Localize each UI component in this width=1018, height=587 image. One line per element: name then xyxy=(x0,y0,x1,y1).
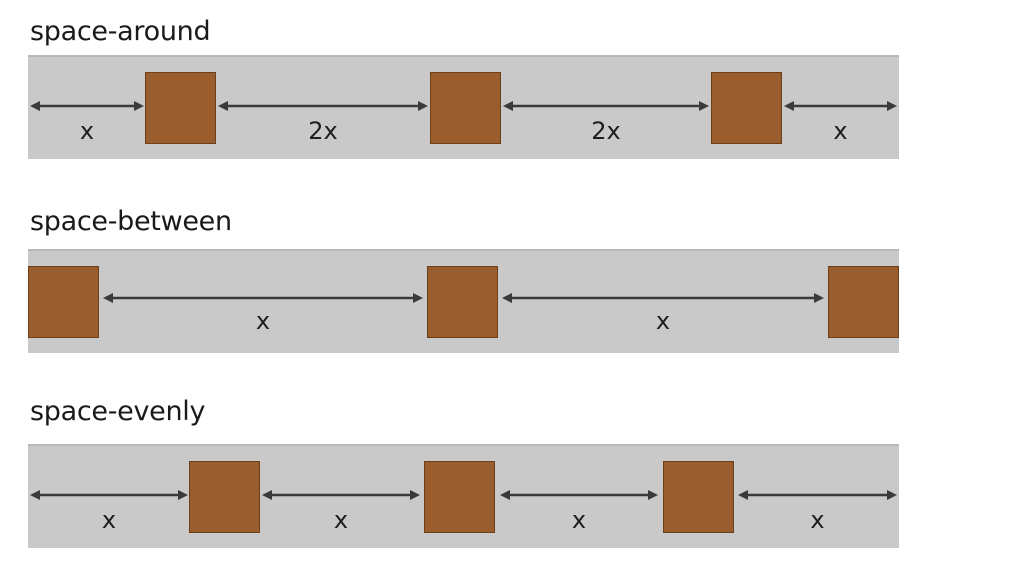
gap-arrow: x xyxy=(262,446,420,548)
double-arrow-icon xyxy=(784,101,897,111)
gap-arrow: 2x xyxy=(218,57,428,159)
space-evenly-container: x x x x xyxy=(28,444,899,548)
flex-item xyxy=(28,266,99,338)
double-arrow-icon xyxy=(103,293,423,303)
gap-label: 2x xyxy=(308,117,338,145)
double-arrow-icon xyxy=(502,293,824,303)
double-arrow-icon xyxy=(503,101,709,111)
flex-item xyxy=(424,461,495,533)
gap-label: x xyxy=(655,307,671,335)
flex-item xyxy=(711,72,782,144)
gap-label: x xyxy=(810,506,825,534)
flex-item xyxy=(663,461,734,533)
double-arrow-icon xyxy=(30,490,188,500)
double-arrow-icon xyxy=(500,490,658,500)
gap-label: x xyxy=(571,506,587,534)
space-evenly-title: space-evenly xyxy=(30,396,206,427)
flex-item xyxy=(145,72,216,144)
flex-item xyxy=(189,461,260,533)
double-arrow-icon xyxy=(218,101,428,111)
gap-arrow: x xyxy=(103,251,423,353)
space-around-title: space-around xyxy=(30,16,211,47)
flex-item xyxy=(430,72,501,144)
gap-label: x xyxy=(333,506,349,534)
gap-arrow: x xyxy=(30,57,144,159)
gap-arrow: x xyxy=(738,446,897,548)
gap-label: x xyxy=(255,307,271,335)
gap-label: x xyxy=(833,117,848,145)
gap-arrow: x xyxy=(784,57,897,159)
double-arrow-icon xyxy=(738,490,897,500)
double-arrow-icon xyxy=(30,101,144,111)
gap-label: 2x xyxy=(591,117,621,145)
flex-item xyxy=(828,266,899,338)
gap-arrow: 2x xyxy=(503,57,709,159)
gap-arrow: x xyxy=(502,251,824,353)
gap-label: x xyxy=(101,506,117,534)
gap-arrow: x xyxy=(30,446,188,548)
gap-arrow: x xyxy=(500,446,658,548)
gap-label: x xyxy=(79,117,95,145)
space-between-container: x x xyxy=(28,249,899,353)
flex-item xyxy=(427,266,498,338)
double-arrow-icon xyxy=(262,490,420,500)
space-around-container: x 2x 2x x xyxy=(28,55,899,159)
space-between-title: space-between xyxy=(30,206,232,237)
